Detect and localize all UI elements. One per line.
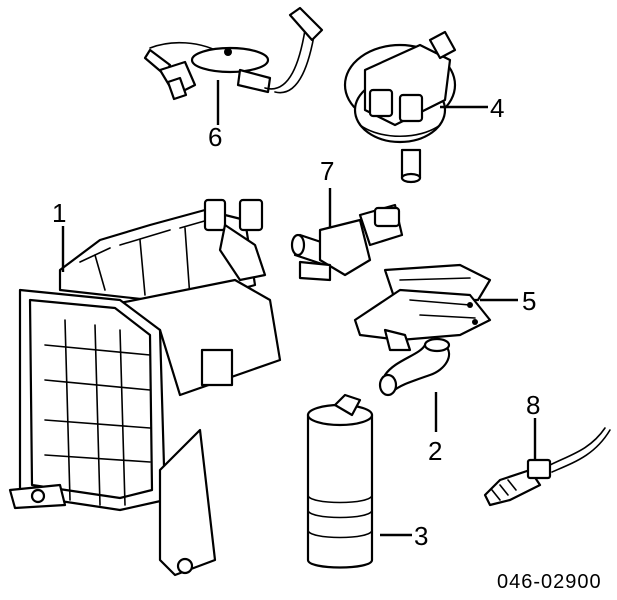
part-1-canister — [8, 198, 282, 577]
part-3-filter — [306, 393, 374, 569]
part-2-hose — [378, 337, 451, 397]
callout-3: 3 — [414, 521, 428, 551]
callout-8: 8 — [526, 390, 540, 420]
callout-1: 1 — [52, 198, 66, 228]
part-5-bracket-assembly — [353, 263, 492, 352]
leader-lines — [61, 80, 537, 537]
part-8-oxygen-sensor — [483, 427, 611, 507]
diagram-code: 046-02900 — [497, 571, 602, 593]
callout-4: 4 — [490, 93, 504, 123]
callout-5: 5 — [522, 286, 536, 316]
part-6-vacuum-hose — [143, 6, 324, 101]
part-7-purge-valve — [290, 203, 404, 282]
callout-6: 6 — [208, 122, 222, 152]
callout-7: 7 — [320, 156, 334, 186]
callout-2: 2 — [428, 436, 442, 466]
part-4-solenoid-valve — [343, 30, 457, 184]
